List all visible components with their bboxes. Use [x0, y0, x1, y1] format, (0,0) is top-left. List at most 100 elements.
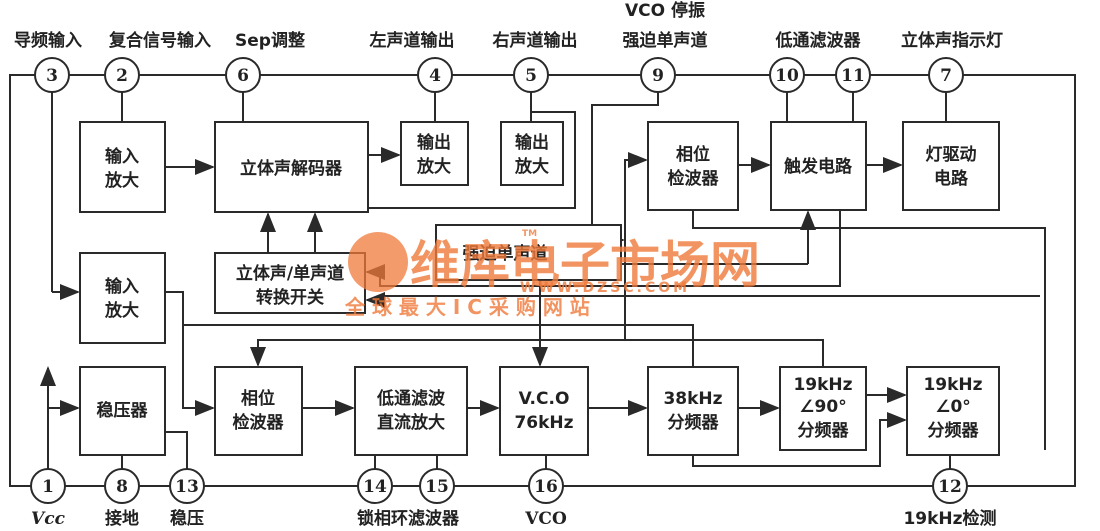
label-forced-mono: 强迫单声道 [623, 30, 708, 51]
block-input-amp-mid: 输入 放大 [79, 252, 166, 344]
pin-6: 6 [225, 57, 261, 93]
svg-text:19kHz: 19kHz [923, 375, 982, 395]
pin-5: 5 [513, 57, 549, 93]
label-ground: 接地 [105, 508, 139, 529]
svg-text:7: 7 [940, 66, 952, 86]
pin-7: 7 [928, 57, 964, 93]
svg-text:10: 10 [775, 66, 799, 86]
block-phase-detector-bottom: 相位 检波器 [214, 366, 303, 456]
block-stereo-decoder: 立体声解码器 [214, 121, 369, 213]
svg-text:放大: 放大 [416, 156, 451, 177]
svg-text:输入: 输入 [105, 276, 139, 297]
watermark: 维库电子市场网 TM WWW.DZSC.COM 全 球 最 大 I C 采 购 … [344, 229, 760, 319]
block-divider-19khz-0: 19kHz ∠0° 分频器 [906, 366, 1000, 456]
svg-text:稳压器: 稳压器 [97, 400, 149, 421]
block-trigger-circuit: 触发电路 [770, 121, 867, 211]
svg-text:低通滤波: 低通滤波 [376, 388, 446, 409]
svg-text:放大: 放大 [104, 300, 139, 321]
svg-text:立体声解码器: 立体声解码器 [240, 158, 343, 179]
svg-text:检波器: 检波器 [668, 168, 720, 189]
block-input-amp-top: 输入 放大 [79, 121, 166, 213]
svg-text:∠0°: ∠0° [935, 397, 971, 417]
label-sep-adjust: Sep调整 [235, 30, 305, 51]
svg-text:维库电子市场网: 维库电子市场网 [410, 236, 760, 294]
label-19khz-detect: 19kHz检测 [903, 508, 996, 529]
svg-text:14: 14 [363, 477, 387, 497]
svg-text:放大: 放大 [104, 170, 139, 191]
label-vcc: Vcc [31, 509, 66, 529]
svg-text:相位: 相位 [241, 388, 275, 409]
svg-text:∠90°: ∠90° [799, 397, 846, 417]
svg-text:输出: 输出 [417, 132, 451, 153]
pin-2: 2 [104, 57, 140, 93]
block-divider-38khz: 38kHz 分频器 [647, 366, 739, 456]
label-vco-stop: VCO 停振 [625, 0, 705, 21]
block-forced-mono: 强迫单声道 [435, 224, 622, 281]
svg-text:2: 2 [116, 66, 128, 86]
svg-text:WWW.DZSC.COM: WWW.DZSC.COM [520, 280, 690, 296]
svg-text:灯驱动: 灯驱动 [926, 145, 977, 165]
pin-16: 16 [528, 468, 564, 504]
label-regulate: 稳压 [170, 508, 204, 529]
pin-11: 11 [835, 57, 871, 93]
label-right-output: 右声道输出 [493, 30, 578, 51]
svg-text:分频器: 分频器 [798, 420, 850, 441]
svg-text:检波器: 检波器 [233, 412, 285, 433]
block-regulator: 稳压器 [79, 366, 166, 456]
svg-text:15: 15 [425, 477, 449, 497]
block-output-amp-left: 输出 放大 [400, 121, 469, 186]
block-vco: V.C.O 76kHz [499, 366, 589, 456]
label-pll-filter: 锁相环滤波器 [357, 508, 460, 529]
svg-text:9: 9 [652, 66, 664, 86]
svg-text:16: 16 [534, 477, 558, 497]
label-composite-input: 复合信号输入 [108, 30, 211, 51]
svg-text:V.C.O: V.C.O [519, 389, 570, 409]
svg-text:触发电路: 触发电路 [783, 156, 853, 177]
svg-text:强迫单声道: 强迫单声道 [463, 243, 548, 264]
block-phase-detector-top: 相位 检波器 [647, 121, 739, 211]
pin-15: 15 [419, 468, 455, 504]
pin-8: 8 [104, 468, 140, 504]
svg-text:76kHz: 76kHz [514, 413, 573, 433]
label-pilot-input: 导频输入 [14, 30, 82, 51]
svg-text:4: 4 [429, 66, 441, 86]
block-output-amp-right: 输出 放大 [500, 121, 564, 186]
svg-text:11: 11 [841, 66, 865, 86]
block-divider-19khz-90: 19kHz ∠90° 分频器 [779, 366, 867, 451]
svg-text:电路: 电路 [934, 168, 969, 189]
label-left-output: 左声道输出 [370, 30, 455, 51]
pin-3: 3 [34, 57, 70, 93]
pin-9: 9 [640, 57, 676, 93]
svg-text:放大: 放大 [514, 156, 549, 177]
svg-text:转换开关: 转换开关 [256, 287, 324, 308]
svg-text:TM: TM [522, 229, 537, 239]
pin-12: 12 [932, 468, 968, 504]
pin-10: 10 [769, 57, 805, 93]
svg-text:19kHz: 19kHz [793, 375, 852, 395]
svg-text:38kHz: 38kHz [663, 389, 722, 409]
pin-1: 1 [30, 468, 66, 504]
svg-text:相位: 相位 [676, 144, 710, 165]
svg-text:直流放大: 直流放大 [377, 412, 445, 433]
pin-14: 14 [357, 468, 393, 504]
svg-text:输入: 输入 [105, 146, 139, 167]
svg-text:分频器: 分频器 [668, 412, 720, 433]
block-lamp-driver: 灯驱动 电路 [902, 121, 1000, 211]
svg-text:输出: 输出 [515, 132, 549, 153]
label-vco: VCO [524, 509, 567, 529]
block-lpf-dc-amp: 低通滤波 直流放大 [354, 366, 468, 456]
svg-text:5: 5 [525, 66, 537, 86]
svg-text:3: 3 [46, 66, 58, 86]
pin-4: 4 [417, 57, 453, 93]
svg-text:12: 12 [938, 477, 962, 497]
label-stereo-indicator: 立体声指示灯 [901, 30, 1003, 51]
svg-text:立体声/单声道: 立体声/单声道 [236, 263, 344, 284]
label-lowpass-filter: 低通滤波器 [775, 30, 862, 51]
block-stereo-mono-switch: 立体声/单声道 转换开关 [214, 252, 366, 314]
svg-text:6: 6 [237, 66, 249, 86]
svg-text:1: 1 [42, 477, 54, 497]
svg-text:8: 8 [116, 477, 128, 497]
watermark-logo-icon [348, 232, 408, 292]
svg-text:13: 13 [175, 477, 199, 497]
